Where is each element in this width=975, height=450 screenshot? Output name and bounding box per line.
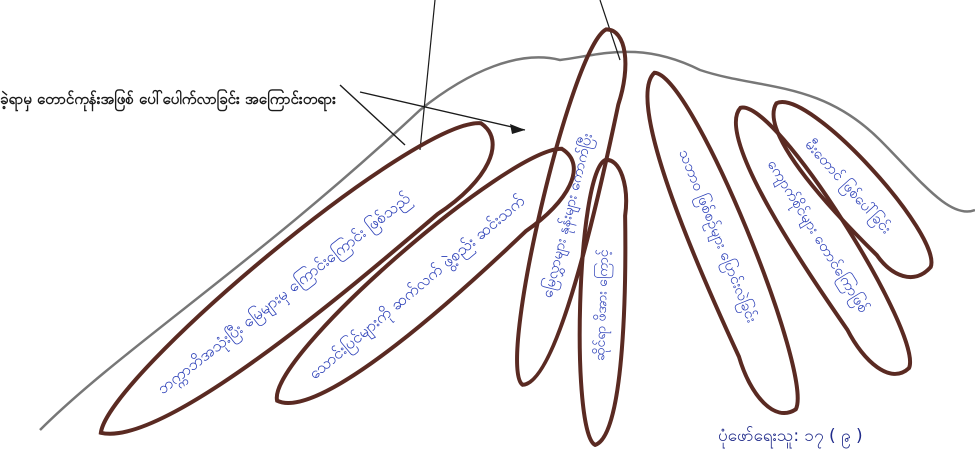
petal-1-label: သောင်းပြင်များကို ဆက်လက် ဖွဲ့စည်း ဆင်းသက…	[305, 191, 531, 385]
petal-5: ကျောက်စိုင်များ တောင်ကြောဖြစ်	[715, 94, 928, 387]
petal-0: ဘက္ကာဘိအသုံးပြီး မြေများမှ ကြောင်းကြောင်…	[78, 101, 513, 447]
petal-3-label: ဆိုင်ရာ ဖိအား ကြောင့်	[591, 249, 614, 361]
footer-label: ပုံဖော်ရေးသူ: ၁၇ ( ၉ )	[718, 425, 863, 450]
petal-0-label: ဘက္ကာဘိအသုံးပြီး မြေများမှ ကြောင်းကြောင်…	[153, 188, 416, 400]
page-heading: ခဲ့ရာမှ တောင်ကုန်းအဖြစ် ပေါ်ပေါက်လာခြင်း…	[0, 90, 336, 112]
arrow-right	[360, 92, 525, 130]
arrow-left	[340, 85, 405, 145]
top-line-left	[420, 0, 435, 150]
petal-3: ဆိုင်ရာ ဖိအား ကြောင့်	[575, 159, 629, 446]
